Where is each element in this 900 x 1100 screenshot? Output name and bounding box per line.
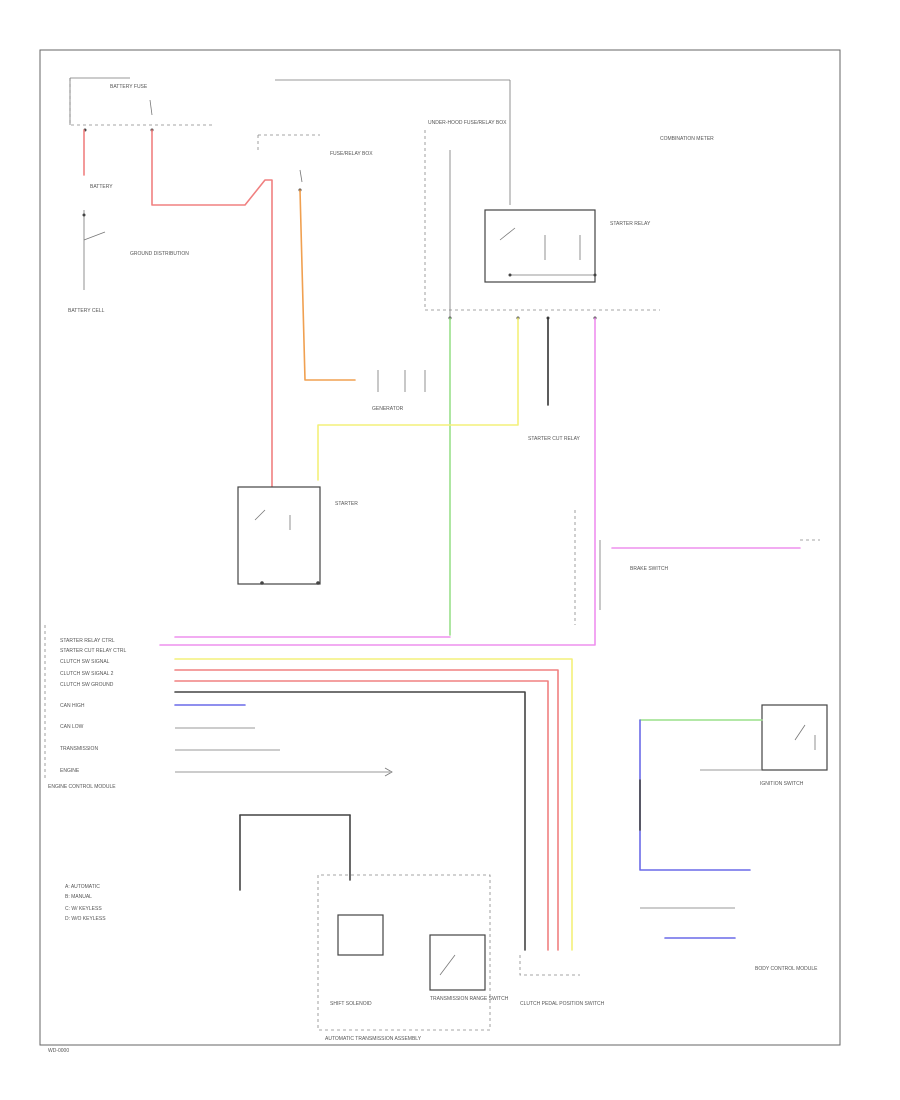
red-main-wire bbox=[151, 129, 273, 491]
starter-relay-box bbox=[484, 209, 596, 283]
ecm-pin-1: STARTER CUT RELAY CTRL bbox=[60, 648, 126, 654]
footer-code: WD-0000 bbox=[48, 1048, 69, 1054]
diagram-frame bbox=[39, 49, 841, 1046]
orange-generator-wire bbox=[299, 189, 356, 381]
transmission-range-switch bbox=[429, 934, 486, 991]
underhood-box-label: UNDER-HOOD FUSE/RELAY BOX bbox=[428, 120, 507, 126]
legend-item-2: C: W/ KEYLESS bbox=[65, 906, 102, 912]
starter-cut-relay-label: STARTER CUT RELAY bbox=[528, 436, 581, 442]
red-ecm-wire-2 bbox=[174, 680, 549, 951]
battery-fuse-label: BATTERY FUSE bbox=[110, 84, 148, 90]
brake-switch-label: BRAKE SWITCH bbox=[630, 566, 668, 572]
relay-box: FUSE/RELAY BOX bbox=[257, 134, 373, 192]
yellow-ecm-wire bbox=[174, 658, 573, 951]
generator: GENERATOR bbox=[372, 370, 426, 412]
ecm-pin-6: CAN LOW bbox=[60, 724, 84, 730]
red-ecm-wire-1 bbox=[174, 669, 559, 951]
clutch-switch: CLUTCH PEDAL POSITION SWITCH bbox=[519, 955, 605, 1007]
ecm-pin-4: CLUTCH SW GROUND bbox=[60, 682, 114, 688]
ecm-pin-0: STARTER RELAY CTRL bbox=[60, 638, 115, 644]
ignition-area: IGNITION SWITCH bbox=[760, 704, 828, 787]
combination-meter-label: COMBINATION METER bbox=[660, 136, 714, 142]
underhood-box: UNDER-HOOD FUSE/RELAY BOX STARTER RELAY bbox=[275, 79, 660, 320]
body-control-area: BODY CONTROL MODULE bbox=[640, 907, 818, 972]
ecm-pin-5: CAN HIGH bbox=[60, 703, 85, 709]
starter-relay-label: STARTER RELAY bbox=[610, 221, 651, 227]
legend-item-0: A: AUTOMATIC bbox=[65, 884, 100, 890]
legend-item-3: D: W/O KEYLESS bbox=[65, 916, 106, 922]
control-solenoid-label: SHIFT SOLENOID bbox=[330, 1001, 372, 1007]
magenta-wire bbox=[159, 317, 596, 646]
yellow-starter-wire bbox=[317, 317, 519, 481]
transmission-assembly-label: AUTOMATIC TRANSMISSION ASSEMBLY bbox=[325, 1036, 422, 1042]
transmission-switch-label: TRANSMISSION RANGE SWITCH bbox=[430, 996, 509, 1002]
battery-fuse-group: BATTERY FUSE BATTERY GROUND DISTRIBUTION… bbox=[68, 77, 215, 314]
ground-distribution-label: GROUND DISTRIBUTION bbox=[130, 251, 189, 257]
battery-label: BATTERY bbox=[90, 184, 113, 190]
legend-item-1: B: MANUAL bbox=[65, 894, 92, 900]
body-control-label: BODY CONTROL MODULE bbox=[755, 966, 818, 972]
starter-label: STARTER bbox=[335, 501, 358, 507]
legend: A: AUTOMATIC B: MANUAL C: W/ KEYLESS D: … bbox=[65, 884, 106, 922]
ecm-label: ENGINE CONTROL MODULE bbox=[48, 784, 116, 790]
brake-switch: BRAKE SWITCH bbox=[574, 510, 820, 625]
ecm-pin-2: CLUTCH SW SIGNAL bbox=[60, 659, 110, 665]
ecm-pin-3: CLUTCH SW SIGNAL 2 bbox=[60, 671, 114, 677]
ecm-pin-7: TRANSMISSION bbox=[60, 746, 98, 752]
ecm-block: STARTER RELAY CTRL STARTER CUT RELAY CTR… bbox=[44, 625, 126, 790]
ecm-arrow bbox=[384, 767, 393, 777]
ecm-pin-8: ENGINE bbox=[60, 768, 80, 774]
ignition-switch-label: IGNITION SWITCH bbox=[760, 781, 804, 787]
relay-box-label: FUSE/RELAY BOX bbox=[330, 151, 373, 157]
battery-cell-label: BATTERY CELL bbox=[68, 308, 105, 314]
gray-ecm-wire bbox=[174, 691, 526, 951]
generator-label: GENERATOR bbox=[372, 406, 404, 412]
clutch-switch-label: CLUTCH PEDAL POSITION SWITCH bbox=[520, 1001, 605, 1007]
starter-motor: STARTER bbox=[237, 486, 358, 585]
control-solenoid bbox=[337, 914, 384, 956]
ignition-switch-box bbox=[761, 704, 828, 771]
transmission-assembly: SHIFT SOLENOID TRANSMISSION RANGE SWITCH… bbox=[317, 874, 509, 1042]
blue-ignition-wire bbox=[639, 719, 751, 871]
